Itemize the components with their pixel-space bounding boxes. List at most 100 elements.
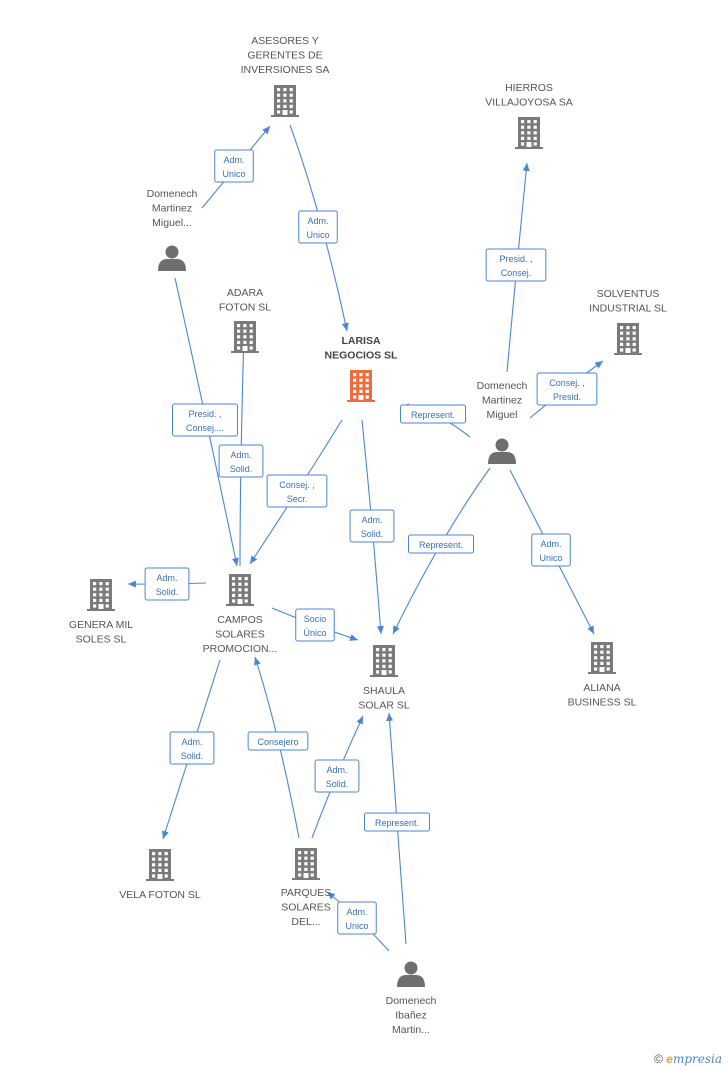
edge-label-e11[interactable]: Represent.: [408, 534, 474, 554]
edge-label-text: Adm.: [156, 573, 177, 583]
building-icon: [515, 117, 543, 149]
edge-label-e7[interactable]: Represent.: [400, 404, 466, 424]
edge-label-box: [485, 248, 547, 282]
node-label: SOLAR SL: [358, 700, 410, 712]
node-label: VELA FOTON SL: [119, 889, 201, 901]
edge-label-text: Unico: [222, 169, 245, 179]
node-label: SHAULA: [363, 685, 405, 697]
edge-label-e10[interactable]: Adm. Solid.: [144, 567, 190, 601]
edge-label-box: [298, 210, 338, 244]
node-label: BUSINESS SL: [568, 697, 637, 709]
edge-label-text: Secr.: [287, 494, 308, 504]
node-label: Martin...: [392, 1024, 430, 1036]
node-label: Miguel: [487, 409, 518, 421]
edge-label-box: [266, 474, 328, 508]
node-label: INDUSTRIAL SL: [589, 303, 667, 315]
node-label: ALIANA: [583, 682, 620, 694]
edge-label-box: [144, 567, 190, 601]
node-vela[interactable]: VELA FOTON SL: [119, 849, 201, 901]
edge-label-text: Socio: [304, 614, 327, 624]
edge-label-text: Único: [303, 628, 326, 638]
building-icon: [588, 642, 616, 674]
node-label: CAMPOS: [217, 614, 263, 626]
edge-label-e4[interactable]: Presid. ,Consej....: [172, 403, 238, 437]
edge-label-e9[interactable]: Adm. Solid.: [349, 509, 395, 543]
edge-label-text: Represent.: [419, 540, 463, 550]
edge-label-box: [536, 372, 598, 406]
edge-label-e1[interactable]: Adm.Unico: [214, 149, 254, 183]
node-label: GERENTES DE: [247, 50, 322, 62]
edge-label-text: Adm.: [181, 737, 202, 747]
building-icon: [347, 370, 375, 402]
edge-label-text: Unico: [306, 230, 329, 240]
node-label: NEGOCIOS SL: [325, 350, 399, 362]
edge-label-e3[interactable]: Presid. ,Consej.: [485, 248, 547, 282]
building-icon: [271, 85, 299, 117]
edge-label-e5[interactable]: Adm.Solid.: [218, 444, 264, 478]
person-icon: [488, 438, 516, 464]
building-icon: [87, 579, 115, 611]
edge-label-text: Adm.: [361, 515, 382, 525]
building-icon: [614, 323, 642, 355]
node-label: Martinez: [482, 395, 522, 407]
edge-label-e8[interactable]: Consej. ,Secr.: [266, 474, 328, 508]
brand-initial: e: [666, 1052, 673, 1066]
node-di_martin[interactable]: DomenechIbañezMartin...: [386, 961, 437, 1037]
node-campos[interactable]: CAMPOSSOLARESPROMOCION...: [203, 574, 278, 655]
edge-label-text: Consej. ,: [549, 378, 585, 388]
node-label: SOLARES: [281, 902, 331, 914]
edge-label-text: Presid. ,: [188, 409, 221, 419]
brand-name: mpresia: [672, 1052, 722, 1066]
node-label: ASESORES Y: [251, 35, 319, 47]
edge-label-e12[interactable]: Adm.Unico: [531, 533, 571, 567]
node-shaula[interactable]: SHAULA SOLAR SL: [358, 645, 410, 712]
edge-label-text: Solid.: [230, 464, 253, 474]
node-label: Miguel...: [152, 217, 192, 229]
node-solventus[interactable]: SOLVENTUS INDUSTRIAL SL: [589, 288, 667, 355]
edge-label-box: [169, 731, 215, 765]
edge-label-text: Adm.: [326, 765, 347, 775]
edge-label-e2[interactable]: Adm.Unico: [298, 210, 338, 244]
building-icon: [231, 321, 259, 353]
edge-label-e16[interactable]: Adm.Solid.: [314, 759, 360, 793]
edge-label-box: [214, 149, 254, 183]
node-label: LARISA: [341, 335, 381, 347]
node-label: Domenech: [386, 995, 437, 1007]
building-icon: [292, 848, 320, 880]
node-larisa[interactable]: LARISA NEGOCIOS SL: [325, 335, 399, 402]
node-label: DEL...: [291, 916, 320, 928]
node-parques[interactable]: PARQUESSOLARESDEL...: [281, 848, 332, 928]
edge-label-text: Unico: [539, 553, 562, 563]
node-label: FOTON SL: [219, 302, 271, 314]
edge-label-box: [337, 901, 377, 935]
copyright-footer: © empresia: [654, 1052, 722, 1066]
node-dm_miguel_left[interactable]: DomenechMartinezMiguel...: [147, 188, 198, 271]
edge-label-box: [531, 533, 571, 567]
node-label: SOLARES: [215, 629, 265, 641]
edge-label-e14[interactable]: Adm. Solid.: [169, 731, 215, 765]
edge-label-text: Presid.: [553, 392, 581, 402]
node-label: ADARA: [227, 287, 263, 299]
node-label: HIERROS: [505, 82, 553, 94]
edge-label-text: Solid.: [361, 529, 384, 539]
edge-label-e6[interactable]: Consej. , Presid.: [536, 372, 598, 406]
node-aliana[interactable]: ALIANA BUSINESS SL: [568, 642, 637, 709]
edge-label-text: Solid.: [156, 587, 179, 597]
edge-label-box: [295, 608, 335, 642]
edge-label-text: Solid.: [181, 751, 204, 761]
edge-label-text: Represent.: [411, 410, 455, 420]
node-label: SOLVENTUS: [597, 288, 660, 300]
edge-label-e15[interactable]: Consejero: [247, 731, 309, 751]
building-icon: [370, 645, 398, 677]
edge-label-e18[interactable]: Adm.Unico: [337, 901, 377, 935]
edge-label-box: [172, 403, 238, 437]
edge-label-e17[interactable]: Represent.: [364, 812, 430, 832]
edge-label-box: [247, 731, 309, 751]
node-adara[interactable]: ADARA FOTON SL: [219, 287, 271, 353]
